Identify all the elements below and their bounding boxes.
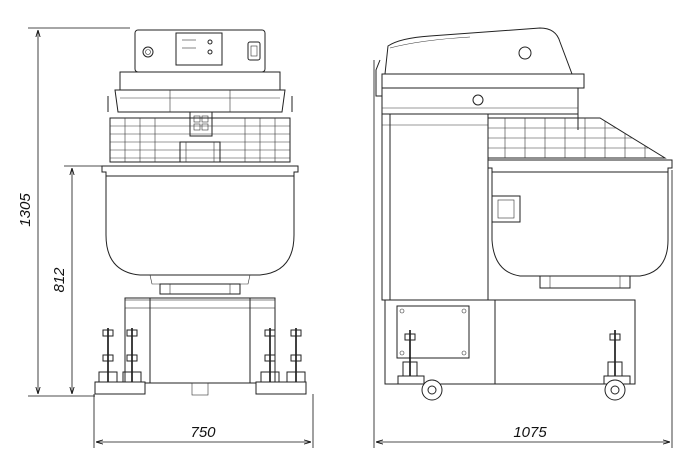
adjustable-foot-left <box>94 328 146 395</box>
safety-grid-side <box>487 114 667 159</box>
front-view <box>94 29 307 396</box>
bowl-hinge <box>491 195 521 223</box>
dimension-length-side: 1075 <box>373 60 673 448</box>
mixing-bowl <box>101 165 299 276</box>
emergency-stop-icon <box>142 46 154 58</box>
dimension-label-750: 750 <box>190 424 216 441</box>
dimension-height-total: 1305 <box>17 27 130 397</box>
mixing-bowl-side <box>487 159 673 277</box>
dimension-label-812: 812 <box>51 267 68 293</box>
machine-column <box>381 113 489 301</box>
machine-base <box>124 297 276 384</box>
wheel-icon <box>421 379 626 401</box>
indicator-lamp-icon <box>518 46 532 60</box>
adjustable-foot-right <box>255 328 307 395</box>
indicator-icon <box>207 39 213 45</box>
side-view <box>375 27 673 401</box>
switch-icon <box>247 41 261 61</box>
dimension-label-1075: 1075 <box>513 424 547 441</box>
dimension-label-1305: 1305 <box>17 193 34 227</box>
access-panel <box>396 305 470 359</box>
dimension-height-bowl: 812 <box>51 165 102 394</box>
machine-base-side <box>384 299 636 385</box>
control-panel-display <box>175 32 223 66</box>
dimension-width-front: 750 <box>93 394 314 448</box>
bolt-icon <box>472 94 484 106</box>
